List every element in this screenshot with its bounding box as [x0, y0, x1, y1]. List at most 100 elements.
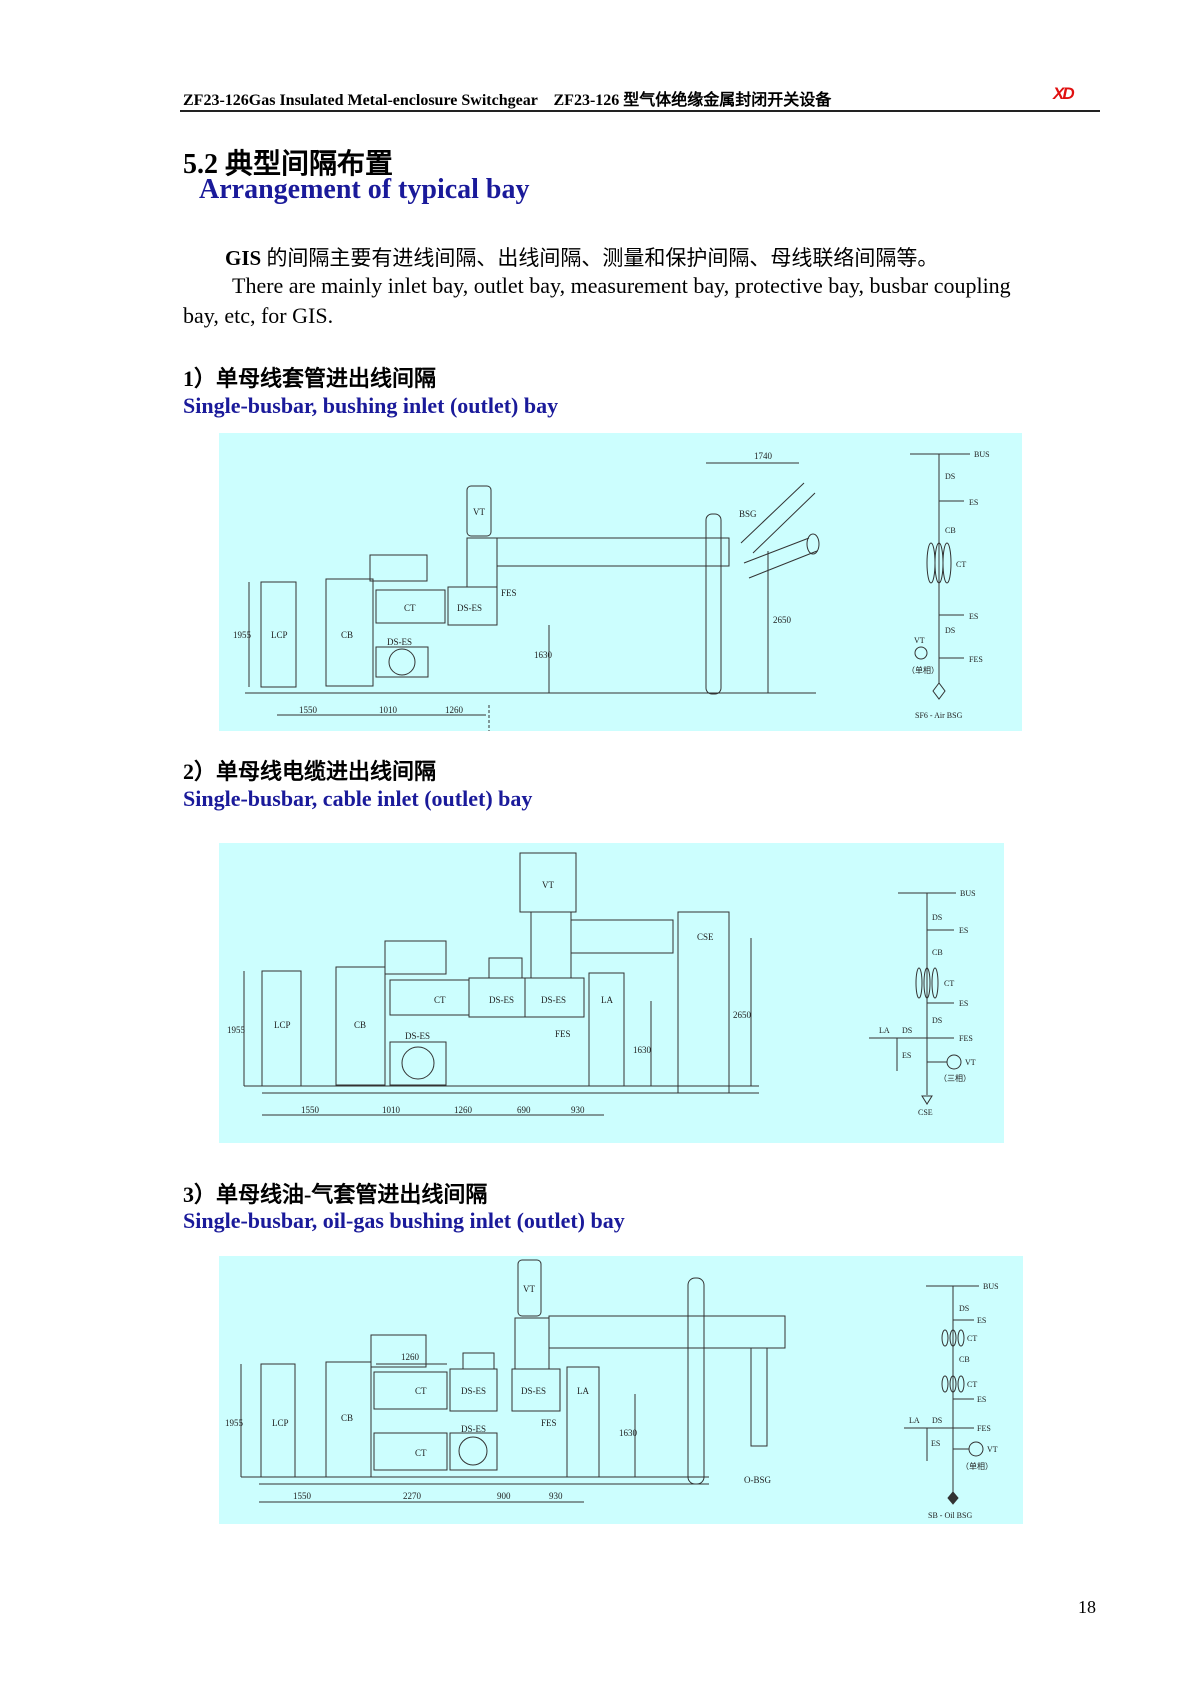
bay3-label-lcp: LCP	[272, 1418, 289, 1428]
bay2-dim-1630: 1630	[633, 1045, 652, 1055]
bay3-dim-1550: 1550	[293, 1491, 312, 1501]
bay1-dim-1010: 1010	[379, 705, 398, 715]
section-title-cn: 5.2 典型间隔布置	[183, 149, 394, 180]
bay1-sld-phase: （单相）	[907, 665, 939, 675]
bay3-dim-1630: 1630	[619, 1428, 638, 1438]
bay1-dim-2650: 2650	[773, 615, 792, 625]
bay3-sld-ds1: DS	[959, 1304, 969, 1313]
bay3-label-fes: FES	[541, 1418, 557, 1428]
bay3-dim-930: 930	[549, 1491, 563, 1501]
bay2-label-cb: CB	[354, 1020, 366, 1030]
bay3-sld-ds2: DS	[932, 1416, 942, 1425]
bay3-label-obsg: O-BSG	[744, 1475, 772, 1485]
bay2-sld-ds1: DS	[932, 913, 942, 922]
bay3-sld-bus: BUS	[983, 1282, 999, 1291]
bay1-dim-1630: 1630	[534, 650, 553, 660]
bay1-sld-fes: FES	[969, 655, 983, 664]
bay3-title-en: Single-busbar, oil-gas bushing inlet (ou…	[183, 1208, 625, 1233]
bay2-title-cn: 2）单母线电缆进出线间隔	[183, 759, 437, 784]
bay3-sld-la: LA	[909, 1416, 920, 1425]
bay1-title-en: Single-busbar, bushing inlet (outlet) ba…	[183, 393, 559, 418]
bay1-dim-1740: 1740	[754, 451, 773, 461]
section-title-en: Arrangement of typical bay	[199, 174, 530, 205]
bay3-label-vt: VT	[523, 1284, 535, 1294]
header-title: ZF23-126Gas Insulated Metal-enclosure Sw…	[183, 86, 831, 110]
bay2-diagram: LCP CB CT DS-ES DS-ES DS-ES VT FES LA CS…	[219, 843, 1004, 1143]
bay1-label-cb: CB	[341, 630, 353, 640]
bay2-sld-ct: CT	[944, 979, 954, 988]
bay2-single-line-diagram: BUS DS ES CB CT ES DS LA DS ES FES VT （三…	[869, 889, 976, 1117]
header-title-cn: ZF23-126 型气体绝缘金属封闭开关设备	[553, 92, 832, 109]
company-logo: XD	[1053, 84, 1075, 103]
bay1-sld-es2: ES	[969, 612, 978, 621]
bay1-sld-ct: CT	[956, 560, 966, 569]
bay1-sld-es1: ES	[969, 498, 978, 507]
bay3-sld-phase: （单相）	[961, 1461, 993, 1471]
bay3-diagram: LCP CB CT CT DS-ES DS-ES DS-ES VT FES LA…	[219, 1256, 1023, 1524]
bay2-sld-bus: BUS	[960, 889, 976, 898]
bay3-label-ct2: CT	[415, 1448, 427, 1458]
bay1-label-vt: VT	[473, 507, 485, 517]
bay1-dim-1955: 1955	[233, 630, 252, 640]
bay2-dim-1260: 1260	[454, 1105, 473, 1115]
bay2-dim-1550: 1550	[301, 1105, 320, 1115]
bay2-sld-es1: ES	[959, 926, 968, 935]
bay3-sld-fes: FES	[977, 1424, 991, 1433]
bay2-sld-ds2: DS	[932, 1016, 942, 1025]
bay1-dim-1260: 1260	[445, 705, 464, 715]
intro-en-line2: bay, etc, for GIS.	[183, 303, 334, 328]
bay1-sld-vt: VT	[914, 636, 925, 645]
bay2-label-lcp: LCP	[274, 1020, 291, 1030]
bay3-sld-ct2: CT	[967, 1380, 977, 1389]
bay2-label-cse: CSE	[697, 932, 714, 942]
bay1-sld-ds1: DS	[945, 472, 955, 481]
bay2-sld-es3: ES	[902, 1051, 911, 1060]
bay3-single-line-diagram: BUS DS ES CT CB CT ES LA DS ES FES VT （单…	[904, 1282, 999, 1520]
bay3-dim-2270: 2270	[403, 1491, 422, 1501]
bay2-sld-phase: （三相）	[939, 1073, 971, 1083]
bay3-label-dses3: DS-ES	[461, 1424, 486, 1434]
intro-cn-bold: GIS	[225, 246, 262, 270]
bay2-sld-fes: FES	[959, 1034, 973, 1043]
bay2-sld-es2: ES	[959, 999, 968, 1008]
bay2-dim-1010: 1010	[382, 1105, 401, 1115]
bay1-label-bsg: BSG	[739, 509, 757, 519]
bay2-sld-la: LA	[879, 1026, 890, 1035]
bay1-label-fes: FES	[501, 588, 517, 598]
bay1-label-dses: DS-ES	[457, 603, 482, 613]
bay3-sld-end: SB - Oil BSG	[928, 1511, 972, 1520]
bay1-diagram: LCP CB CT DS-ES DS-ES VT FES BSG 1550 10…	[219, 433, 1022, 733]
bay3-sld-es3: ES	[931, 1439, 940, 1448]
bay3-dim-900: 900	[497, 1491, 511, 1501]
bay3-label-dses1: DS-ES	[461, 1386, 486, 1396]
bay3-title-cn: 3）单母线油-气套管进出线间隔	[183, 1182, 488, 1207]
bay1-label-dses2: DS-ES	[387, 637, 412, 647]
header-divider	[180, 110, 1100, 112]
bay3-label-dses2: DS-ES	[521, 1386, 546, 1396]
bay3-label-cb: CB	[341, 1413, 353, 1423]
bay2-label-ct: CT	[434, 995, 446, 1005]
bay2-sld-end: CSE	[918, 1108, 933, 1117]
bay1-dim-1550: 1550	[299, 705, 318, 715]
intro-cn: GIS 的间隔主要有进线间隔、出线间隔、测量和保护间隔、母线联络间隔等。	[225, 242, 938, 272]
bay1-sld-bus: BUS	[974, 450, 990, 459]
bay3-label-la: LA	[577, 1386, 589, 1396]
bay2-dim-690: 690	[517, 1105, 531, 1115]
bay2-sld-cb: CB	[932, 948, 943, 957]
intro-cn-text: 的间隔主要有进线间隔、出线间隔、测量和保护间隔、母线联络间隔等。	[261, 246, 939, 270]
bay2-dim-1955: 1955	[227, 1025, 246, 1035]
bay2-dim-930: 930	[571, 1105, 585, 1115]
bay1-sld-ds2: DS	[945, 626, 955, 635]
bay3-sld-ct1: CT	[967, 1334, 977, 1343]
bay3-sld-cb: CB	[959, 1355, 970, 1364]
bay2-sld-vt: VT	[965, 1058, 976, 1067]
bay3-dim-1955: 1955	[225, 1418, 244, 1428]
bay2-dim-2650: 2650	[733, 1010, 752, 1020]
bay1-label-ct: CT	[404, 603, 416, 613]
page-number: 18	[1078, 1597, 1096, 1617]
bay2-label-dses3: DS-ES	[405, 1031, 430, 1041]
bay1-title-cn: 1）单母线套管进出线间隔	[183, 366, 437, 391]
bay2-label-dses2: DS-ES	[541, 995, 566, 1005]
bay1-sld-cb: CB	[945, 526, 956, 535]
intro-en-line1: There are mainly inlet bay, outlet bay, …	[232, 273, 1011, 298]
